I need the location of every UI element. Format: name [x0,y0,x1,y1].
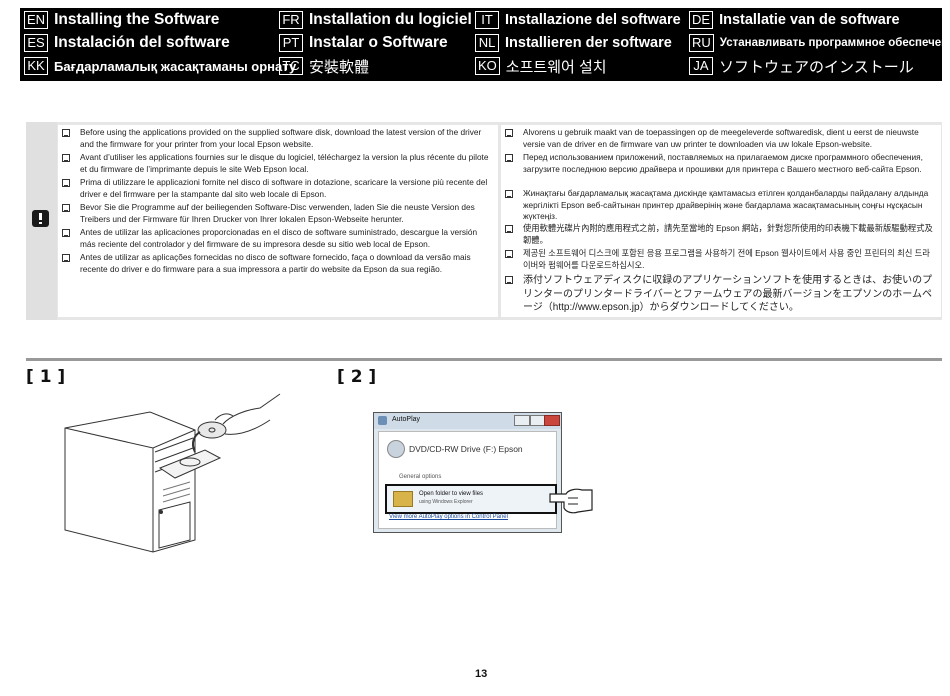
folder-icon [393,491,413,507]
lang-code-fr: FR [279,11,303,29]
title-ja: ソフトウェアのインストール [719,58,914,76]
lang-code-pt: PT [279,34,303,52]
checkbox-bullet-icon [62,254,70,262]
checkbox-bullet-icon [62,179,70,187]
lang-code-kk: KK [24,57,48,75]
computer-disc-illustration [64,393,281,553]
window-titlebar: AutoPlay [374,413,561,429]
header-en: EN Installing the Software [24,9,219,31]
header-pt: PT Instalar o Software [279,32,448,54]
lang-code-es: ES [24,34,48,52]
notice-text-fr: Avant d’utiliser les applications fourni… [80,152,489,174]
autoplay-window: AutoPlay DVD/CD-RW Drive (F:) Epson Gene… [373,412,562,533]
lang-code-it: IT [475,11,499,29]
lang-code-en: EN [24,11,49,29]
checkbox-bullet-icon [505,250,513,258]
header-it: IT Installazione del software [475,9,681,31]
page-number: 13 [475,668,488,680]
open-folder-option[interactable]: Open folder to view files using Windows … [385,484,557,514]
lang-code-ru: RU [689,34,714,52]
step-1-label: [ 1 ] [26,367,66,387]
checkbox-bullet-icon [505,129,513,137]
option-sub-label: using Windows Explorer [419,499,473,505]
close-icon[interactable] [544,415,560,426]
general-options-label: General options [399,474,442,480]
header-nl: NL Installieren der software [475,32,672,54]
notice-text-it: Prima di utilizzare le applicazioni forn… [80,177,488,199]
notice-text-en: Before using the applications provided o… [80,127,482,149]
important-icon [32,210,49,227]
notice-text-ja: 添付ソフトウェアディスクに収録のアプリケーションソフトを使用するときは、お使いの… [523,275,933,313]
option-main-label: Open folder to view files [419,491,484,497]
notice-text-de: Bevor Sie die Programme auf der beiliege… [80,202,475,224]
title-fr: Installation du logiciel [309,11,472,28]
header-es: ES Instalación del software [24,32,230,54]
checkbox-bullet-icon [505,276,513,284]
title-kk: Бағдарламалық жасақтаманы орнату [54,58,297,74]
checkbox-bullet-icon [505,225,513,233]
lang-code-ko: KO [475,57,500,75]
title-it: Installazione del software [505,12,681,28]
checkbox-bullet-icon [62,229,70,237]
cd-drive-icon [387,440,405,458]
language-header: EN Installing the Software FR Installati… [20,8,950,81]
drive-label: DVD/CD-RW Drive (F:) Epson [409,444,523,454]
title-en: Installing the Software [54,11,220,28]
step-2-label: [ 2 ] [337,367,377,387]
notice-text-ru: Перед использованием приложений, поставл… [523,152,923,174]
checkbox-bullet-icon [505,154,513,162]
notice-text-nl: Alvorens u gebruik maakt van de toepassi… [523,127,919,149]
title-es: Instalación del software [54,34,230,51]
header-kk: KK Бағдарламалық жасақтаманы орнату [24,55,296,77]
section-divider [26,358,942,361]
notice-text-tc: 使用軟體光碟片內附的應用程式之前，請先至當地的 Epson 網站，針對您所使用的… [523,223,933,245]
lang-code-de: DE [689,11,714,29]
notice-text-pt: Antes de utilizar as aplicações fornecid… [80,252,471,274]
window-body: DVD/CD-RW Drive (F:) Epson General optio… [378,431,557,529]
notice-text-kk: Жинақтағы бағдарламалық жасақтама дискін… [523,188,929,221]
notice-column-right: Alvorens u gebruik maakt van de toepassi… [501,125,941,317]
pointing-hand-icon [549,488,593,514]
header-ko: KO 소프트웨어 설치 [475,55,607,77]
minimize-icon[interactable] [514,415,530,426]
autoplay-icon [378,416,387,425]
window-title: AutoPlay [392,416,421,423]
title-nl: Installieren der software [505,35,672,51]
title-de: Installatie van de software [719,12,900,28]
lang-code-tc: TC [279,57,303,75]
checkbox-bullet-icon [62,154,70,162]
checkbox-bullet-icon [505,190,513,198]
title-ru: Устанавливать программное обеспечение [719,37,950,49]
header-de: DE Installatie van de software [689,9,900,31]
lang-code-ja: JA [689,57,713,75]
notice-text-es: Antes de utilizar las aplicaciones propo… [80,227,478,249]
checkbox-bullet-icon [62,129,70,137]
title-pt: Instalar o Software [309,34,448,51]
checkbox-bullet-icon [62,204,70,212]
lang-code-nl: NL [475,34,499,52]
title-tc: 安裝軟體 [309,58,370,76]
header-fr: FR Installation du logiciel [279,9,472,31]
header-tc: TC 安裝軟體 [279,55,369,77]
more-options-link[interactable]: View more AutoPlay options in Control Pa… [389,514,508,520]
notice-column-left: Before using the applications provided o… [58,125,498,317]
header-ja: JA ソフトウェアのインストール [689,55,914,77]
header-ru: RU Устанавливать программное обеспечение [689,32,950,54]
notice-text-ko: 제공된 소프트웨어 디스크에 포함된 응용 프로그램을 사용하기 전에 Epso… [523,248,930,270]
title-ko: 소프트웨어 설치 [505,58,607,76]
